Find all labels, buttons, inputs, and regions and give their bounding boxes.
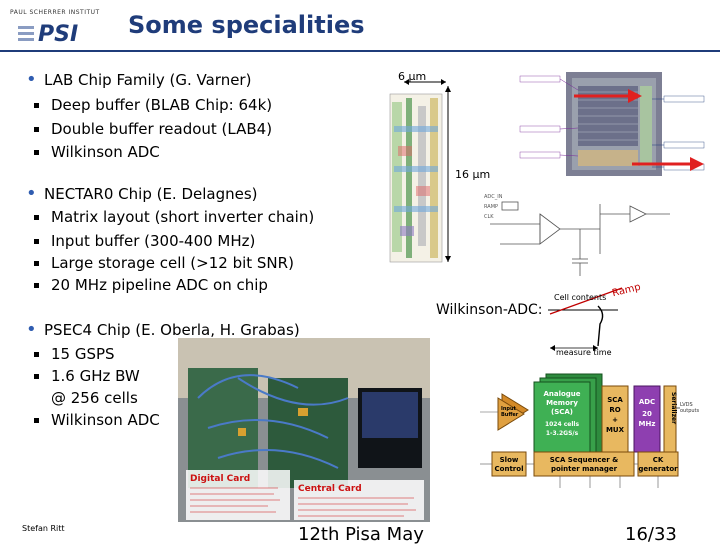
sub-bullet: Wilkinson ADC	[34, 141, 160, 163]
bullet-dot: •	[26, 183, 37, 204]
sub-bullet: Double buffer readout (LAB4)	[34, 118, 272, 140]
board-photo: Digital Card Central Card	[178, 338, 430, 522]
sca-ro-mux-line-3: +	[612, 416, 618, 424]
slow-control-line-2: Control	[495, 465, 524, 473]
red-arrow-top	[574, 89, 642, 103]
input-buffer-line-2: Buffer	[501, 412, 519, 418]
psi-logo-mark: PSI	[18, 22, 102, 44]
bullet-label: LAB Chip Family (G. Varner)	[44, 71, 252, 89]
width-dimension-label: 6 µm	[398, 70, 427, 83]
lvds-line-2: outputs	[680, 408, 699, 414]
sub-bullet: 20 MHz pipeline ADC on chip	[34, 274, 268, 296]
analogue-memory-line-3: (SCA)	[551, 408, 573, 416]
sub-bullet-label: Matrix layout (short inverter chain)	[51, 208, 315, 226]
sub-bullet: 15 GSPS	[34, 343, 115, 365]
logo-top-text: PAUL SCHERRER INSTITUT	[10, 9, 100, 16]
sub-bullet-continuation: @ 256 cells	[34, 387, 138, 409]
sub-bullet-label: Wilkinson ADC	[51, 143, 160, 161]
footer-event: 12th Pisa May	[298, 524, 424, 545]
svg-text:ADC_IN: ADC_IN	[484, 194, 503, 200]
adc-line-1: ADC	[639, 398, 655, 406]
wilkinson-adc-schematic: ADC_IN RAMP CLK	[484, 194, 670, 276]
analogue-memory-line-4: 1024 cells	[545, 421, 580, 428]
slow-control-line-1: Slow	[500, 456, 519, 464]
bullet-nectar0-chip: • NECTAR0 Chip (E. Delagnes)	[26, 184, 258, 204]
bullet-dot: •	[26, 69, 37, 90]
sub-bullet: Large storage cell (>12 bit SNR)	[34, 252, 294, 274]
adc-line-2: 20	[642, 410, 652, 418]
page-number: 16/33	[625, 524, 677, 545]
logo-psi-text: PSI	[38, 22, 78, 44]
bullet-lab-chip: • LAB Chip Family (G. Varner)	[26, 70, 251, 90]
bullet-label: PSEC4 Chip (E. Oberla, H. Grabas)	[44, 321, 300, 339]
svg-text:RAMP: RAMP	[484, 204, 498, 210]
digital-card-title: Digital Card	[190, 474, 250, 484]
sub-bullet-label: 15 GSPS	[51, 345, 115, 363]
title-divider	[0, 50, 720, 52]
sca-ro-mux-line-2: RO	[609, 406, 620, 414]
analogue-memory-line-2: Memory	[546, 399, 578, 407]
lab-chip-die-photo	[512, 68, 716, 180]
footer-author: Stefan Ritt	[22, 524, 65, 533]
red-arrow-bottom	[632, 157, 704, 171]
adc-line-3: MHz	[639, 420, 656, 428]
ramp-plot	[548, 287, 623, 351]
sub-bullet-label: Wilkinson ADC	[51, 411, 160, 429]
bullet-dot: •	[26, 319, 37, 340]
clk-line-2: generator	[638, 465, 678, 473]
page-title: Some specialities	[128, 11, 365, 39]
clk-line-1: CK	[653, 456, 664, 464]
cell-layout-drawing	[389, 79, 451, 263]
central-card-title: Central Card	[298, 484, 362, 494]
sequencer-line-2: pointer manager	[551, 465, 618, 473]
analogue-memory-line-5: 1-3.2GS/s	[546, 430, 579, 437]
sca-ro-mux-line-1: SCA	[607, 396, 623, 404]
wilkinson-adc-label: Wilkinson-ADC:	[436, 302, 543, 318]
sub-bullet-label: Large storage cell (>12 bit SNR)	[51, 254, 294, 272]
cell-contents-label: Cell contents	[554, 293, 607, 302]
height-dimension-label: 16 µm	[455, 168, 491, 181]
sub-bullet-label: @ 256 cells	[51, 389, 138, 407]
sub-bullet-label: 20 MHz pipeline ADC on chip	[51, 276, 268, 294]
analogue-memory-line-1: Analogue	[543, 390, 580, 398]
bullet-psec4-chip: • PSEC4 Chip (E. Oberla, H. Grabas)	[26, 320, 300, 340]
bullet-label: NECTAR0 Chip (E. Delagnes)	[44, 185, 258, 203]
sca-ro-mux-line-4: MUX	[606, 426, 625, 434]
input-buffer-line-1: Input	[501, 406, 517, 412]
sub-bullet: Matrix layout (short inverter chain)	[34, 206, 314, 228]
sub-bullet-label: 1.6 GHz BW	[51, 367, 140, 385]
measure-time-label: measure time	[556, 348, 612, 357]
sub-bullet-label: Double buffer readout (LAB4)	[51, 120, 273, 138]
svg-text:CLK: CLK	[484, 214, 494, 220]
lvds-line-1: LVDS	[680, 402, 693, 408]
sequencer-line-1: SCA Sequencer &	[550, 456, 618, 464]
sub-bullet: Wilkinson ADC	[34, 409, 160, 431]
sub-bullet: 1.6 GHz BW	[34, 365, 140, 387]
sub-bullet: Deep buffer (BLAB Chip: 64k)	[34, 94, 272, 116]
nectar0-block-diagram: Analogue Memory (SCA) 1024 cells 1-3.2GS…	[470, 372, 710, 492]
serializer-label: Serializer	[670, 392, 677, 424]
sub-bullet: Input buffer (300-400 MHz)	[34, 230, 255, 252]
sub-bullet-label: Deep buffer (BLAB Chip: 64k)	[51, 96, 273, 114]
sub-bullet-label: Input buffer (300-400 MHz)	[51, 232, 256, 250]
